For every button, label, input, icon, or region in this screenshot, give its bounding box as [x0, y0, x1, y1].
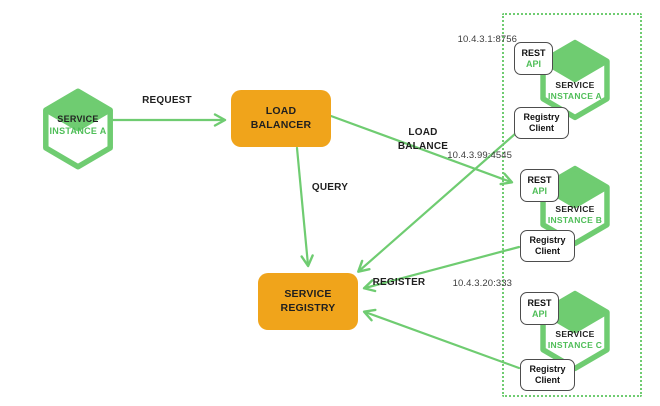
instance-c-api-label: API: [531, 308, 547, 319]
register-arrow-instance-c: [362, 308, 521, 370]
instance-c-rest-api-box: REST API: [520, 292, 559, 325]
query-edge-label: QUERY: [311, 182, 349, 193]
instance-b-hexagon-icon: [536, 160, 614, 252]
instance-c-registry-client-box: Registry Client: [520, 359, 575, 391]
instance-b-rest-api-box: REST API: [520, 169, 559, 202]
instance-a-rest-label: REST: [521, 47, 546, 58]
client-service-hexagon-icon: [33, 85, 123, 173]
service-registry-node: SERVICE REGISTRY: [258, 273, 358, 330]
instance-c-rest-label: REST: [527, 297, 552, 308]
instance-b-name-label: INSTANCE B: [547, 215, 603, 225]
instance-b-registry-client-box: Registry Client: [520, 230, 575, 262]
instance-c-hexagon-icon: [536, 285, 614, 377]
client-service-label: SERVICE: [57, 114, 99, 124]
client-instance-label: INSTANCE A: [49, 126, 107, 136]
instance-a-api-label: API: [525, 58, 541, 69]
instance-a-ip-label: 10.4.3.1:8756: [457, 34, 517, 45]
instance-a-hexagon-icon: [536, 34, 614, 126]
instance-b-service-label: SERVICE: [555, 204, 595, 214]
instance-b-rest-label: REST: [527, 174, 552, 185]
instance-a-name-label: INSTANCE A: [548, 91, 602, 101]
instance-a-service-label: SERVICE: [555, 80, 595, 90]
instance-c-ip-label: 10.4.3.20:333: [452, 278, 512, 289]
instance-b-ip-label: 10.4.3.99:4545: [447, 150, 512, 161]
instance-a-rest-api-box: REST API: [514, 42, 553, 75]
instance-c-name-label: INSTANCE C: [547, 340, 603, 350]
register-edge-label: REGISTER: [372, 277, 426, 288]
request-edge-label: REQUEST: [142, 95, 192, 106]
instance-c-service-label: SERVICE: [555, 329, 595, 339]
instance-a-registry-client-box: Registry Client: [514, 107, 569, 139]
query-arrow: [295, 146, 314, 268]
instance-b-api-label: API: [531, 185, 547, 196]
load-balancer-node: LOAD BALANCER: [231, 90, 331, 147]
load-balance-edge-label: LOAD BALANCE: [397, 127, 449, 152]
